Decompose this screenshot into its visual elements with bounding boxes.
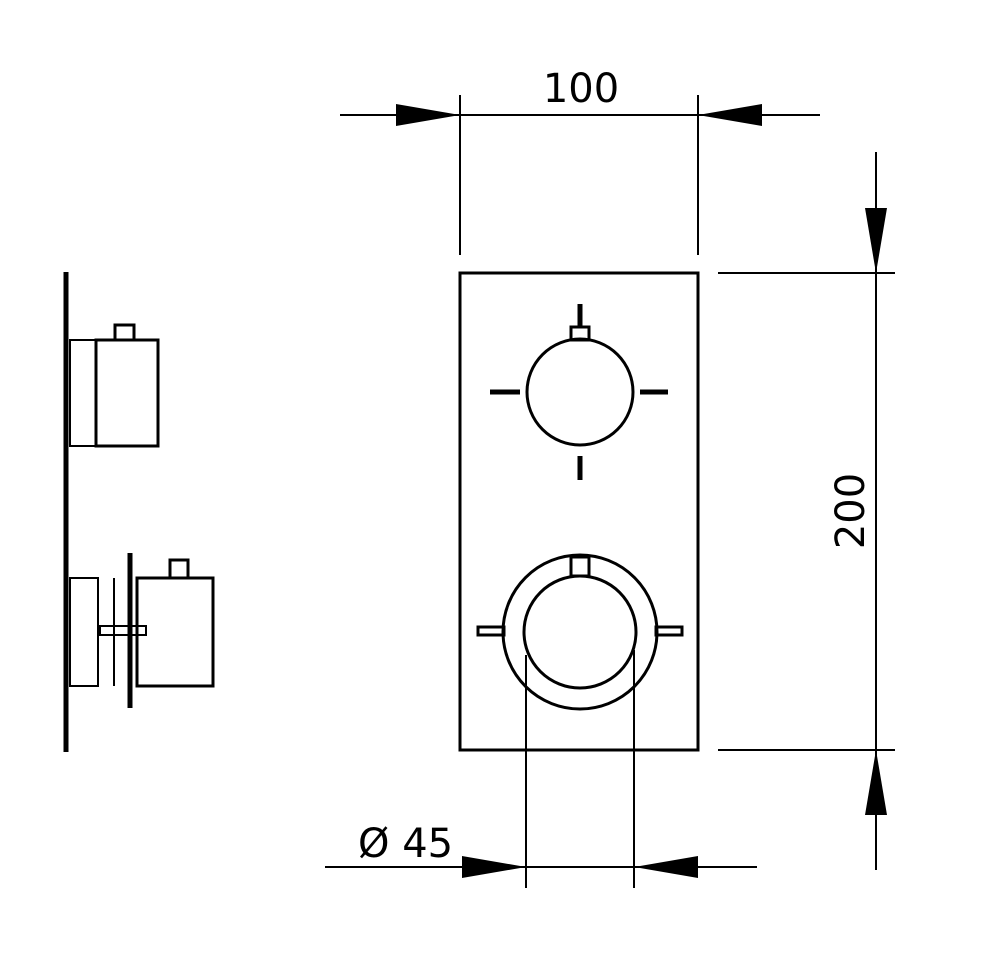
dimension-width-label: 100 xyxy=(543,66,619,112)
front-view xyxy=(458,271,700,752)
dimension-diameter-label: Ø 45 xyxy=(358,821,453,867)
side-view-upper-handle xyxy=(69,323,160,448)
front-view-lower-knob xyxy=(476,553,684,711)
dimension-height-label: 200 xyxy=(828,473,874,549)
side-view xyxy=(63,272,215,752)
dimension-width: 100 xyxy=(340,66,820,255)
dimension-diameter: Ø 45 xyxy=(325,650,757,888)
side-view-lower-handle xyxy=(69,553,215,708)
dimension-height: 200 xyxy=(718,152,895,870)
front-view-plate xyxy=(458,271,700,752)
front-view-upper-knob xyxy=(490,304,668,480)
